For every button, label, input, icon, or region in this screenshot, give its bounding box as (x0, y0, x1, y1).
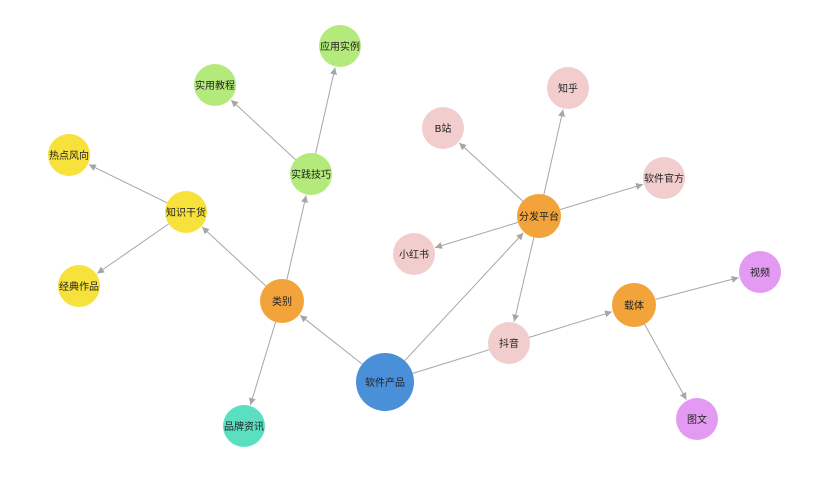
node-bilibili[interactable]: B站 (422, 107, 464, 149)
node-circle[interactable] (517, 194, 561, 238)
node-usecase[interactable]: 应用实例 (319, 25, 361, 67)
edge-practice-to-tutorial (230, 99, 296, 161)
node-circle[interactable] (422, 107, 464, 149)
edges-layer (88, 67, 739, 406)
node-circle[interactable] (165, 191, 207, 233)
node-label: 抖音 (499, 337, 519, 350)
edge-carrier-to-video (655, 275, 739, 300)
edge-knowledge-to-trends (88, 164, 168, 204)
node-zhihu[interactable]: 知乎 (547, 67, 589, 109)
node-circle[interactable] (356, 353, 414, 411)
node-label: 载体 (624, 300, 644, 312)
node-circle[interactable] (739, 251, 781, 293)
node-practice[interactable]: 实践技巧 (290, 153, 332, 195)
node-label: 分发平台 (519, 210, 559, 223)
edge-category-to-brandnews (249, 321, 277, 406)
node-label: 应用实例 (320, 40, 360, 53)
node-trends[interactable]: 热点风向 (48, 134, 90, 176)
node-brandnews[interactable]: 品牌资讯 (223, 405, 265, 447)
edge-carrier-to-graphic (644, 324, 687, 400)
node-tutorial[interactable]: 实用教程 (194, 64, 236, 106)
edge-platform-to-xiaohongshu (434, 221, 519, 249)
node-label: 软件官方 (644, 172, 684, 185)
node-douyin[interactable]: 抖音 (488, 322, 530, 364)
edge-software-to-category (299, 314, 363, 365)
node-circle[interactable] (290, 153, 332, 195)
node-label: 知乎 (558, 82, 578, 95)
node-label: 软件产品 (365, 376, 405, 389)
node-circle[interactable] (488, 322, 530, 364)
node-circle[interactable] (612, 283, 656, 327)
node-xiaohongshu[interactable]: 小红书 (393, 233, 435, 275)
node-circle[interactable] (643, 157, 685, 199)
node-graphic[interactable]: 图文 (676, 398, 718, 440)
node-platform[interactable]: 分发平台 (517, 194, 561, 238)
edge-platform-to-bilibili (458, 142, 524, 202)
node-label: 热点风向 (49, 149, 89, 162)
node-circle[interactable] (393, 233, 435, 275)
node-label: 经典作品 (59, 280, 99, 293)
node-circle[interactable] (48, 134, 90, 176)
node-circle[interactable] (223, 405, 265, 447)
node-classic[interactable]: 经典作品 (58, 265, 100, 307)
node-circle[interactable] (58, 265, 100, 307)
edge-platform-to-official (559, 183, 644, 211)
node-label: 类别 (272, 295, 292, 308)
node-official[interactable]: 软件官方 (643, 157, 685, 199)
edge-platform-to-douyin (512, 237, 535, 322)
node-circle[interactable] (260, 279, 304, 323)
node-circle[interactable] (676, 398, 718, 440)
edge-category-to-practice (286, 195, 308, 280)
edge-knowledge-to-classic (96, 223, 169, 274)
node-label: 小红书 (399, 248, 429, 261)
node-label: 品牌资讯 (224, 420, 264, 433)
node-carrier[interactable]: 载体 (612, 283, 656, 327)
edge-category-to-knowledge (201, 226, 267, 287)
node-label: B站 (435, 122, 452, 135)
node-software[interactable]: 软件产品 (356, 353, 414, 411)
node-label: 视频 (750, 266, 770, 279)
node-circle[interactable] (319, 25, 361, 67)
edge-platform-to-zhihu (543, 109, 565, 195)
node-circle[interactable] (547, 67, 589, 109)
node-label: 图文 (687, 413, 707, 426)
node-label: 实用教程 (195, 79, 235, 92)
node-label: 实践技巧 (291, 168, 331, 181)
node-label: 知识干货 (166, 206, 206, 219)
node-circle[interactable] (194, 64, 236, 106)
node-video[interactable]: 视频 (739, 251, 781, 293)
edge-practice-to-usecase (315, 67, 337, 154)
node-knowledge[interactable]: 知识干货 (165, 191, 207, 233)
edge-software-to-platform (404, 232, 524, 362)
node-category[interactable]: 类别 (260, 279, 304, 323)
